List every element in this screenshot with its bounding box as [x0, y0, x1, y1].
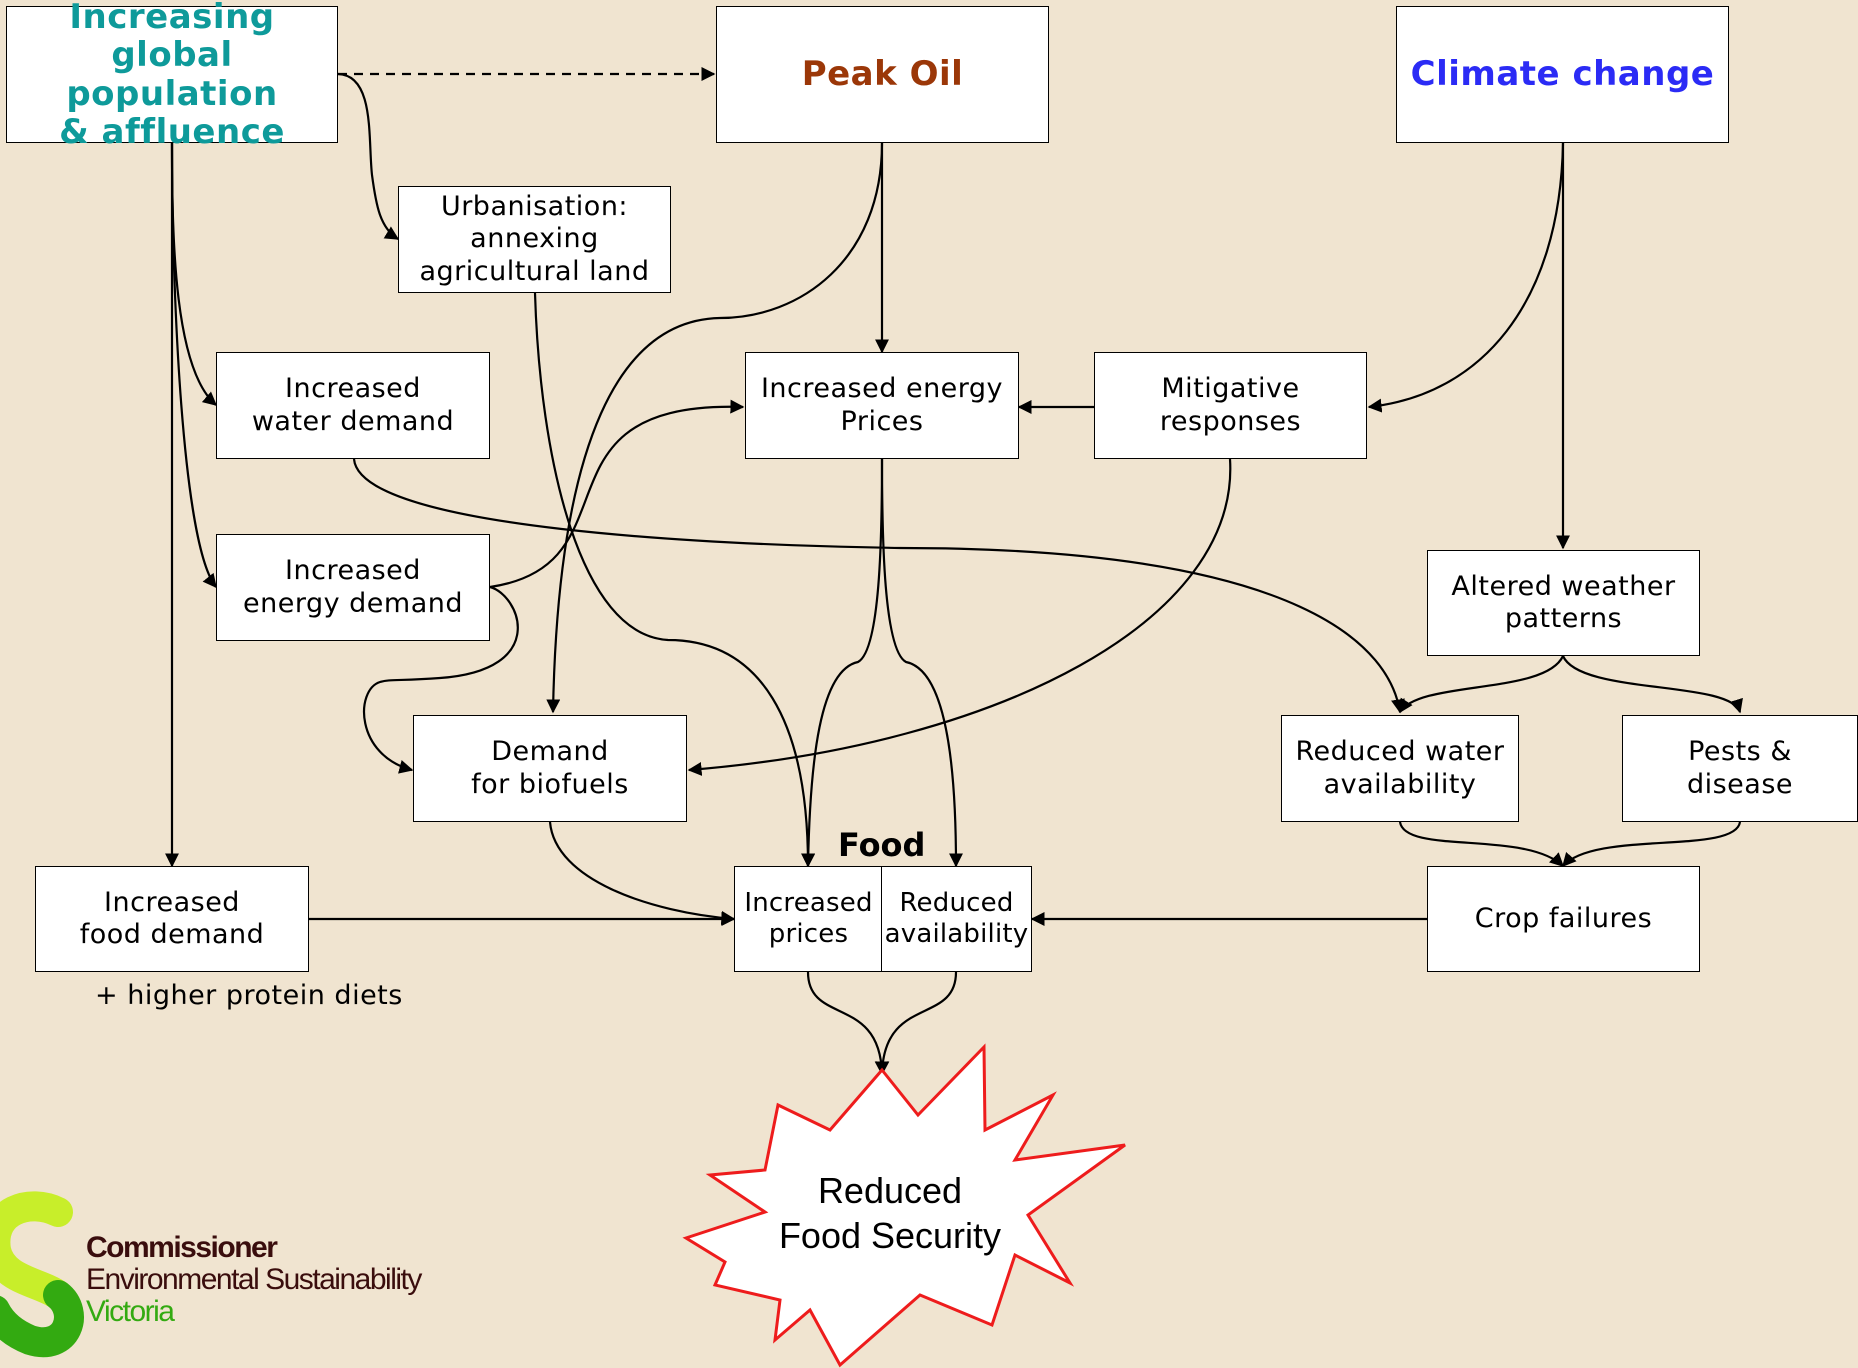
node-water-demand: Increased water demand: [216, 352, 490, 459]
outcome-reduced-food-security: Reduced Food Security: [760, 1168, 1020, 1258]
arrow-biofuels-to-increased-prices: [548, 821, 736, 925]
logo-text: Commissioner Environmental Sustainabilit…: [86, 1231, 422, 1328]
arrow-reduced-water-to-crop-failures: [1398, 821, 1565, 867]
arrow-pests-to-crop-failures: [1562, 821, 1742, 868]
arrow-urbanisation-to-increased-prices: [533, 292, 815, 868]
node-reduced-water: Reduced water availability: [1281, 715, 1519, 822]
food-label: Food: [838, 826, 926, 864]
node-crop-failures: Crop failures: [1427, 866, 1700, 972]
arrow-altered-weather-to-pests: [1561, 655, 1743, 714]
node-climate-change: Climate change: [1396, 6, 1729, 143]
node-population: Increasing global population & affluence: [6, 0, 338, 151]
arrow-peak-oil-to-biofuels: [546, 142, 884, 714]
arrow-climate-to-mitigative: [1367, 142, 1565, 413]
node-demand-for-biofuels: Demand for biofuels: [413, 715, 687, 822]
outcome-line-2: Food Security: [778, 1215, 1002, 1256]
arrow-reduced-availability-to-outcome: [875, 971, 958, 1076]
logo-line-commissioner: Commissioner: [86, 1231, 278, 1264]
protein-note: + higher protein diets: [95, 980, 403, 1011]
arrow-increased-prices-to-outcome: [806, 971, 889, 1076]
node-energy-prices: Increased energy Prices: [745, 352, 1019, 459]
node-urbanisation: Urbanisation: annexing agricultural land: [398, 186, 671, 293]
arrow-energy-prices-to-increased-prices: [801, 458, 884, 868]
node-energy-demand: Increased energy demand: [216, 534, 490, 641]
arrow-water-demand-to-reduced-water: [352, 458, 1405, 714]
node-reduced-availability: Reduced availability: [881, 866, 1032, 972]
node-peak-oil: Peak Oil: [716, 6, 1049, 143]
outcome-line-1: Reduced: [817, 1170, 963, 1211]
arrow-energy-prices-to-reduced-availability: [880, 458, 963, 868]
arrow-energy-demand-to-biofuels: [362, 585, 519, 774]
arrow-altered-weather-to-reduced-water: [1399, 655, 1564, 714]
logo-mark: [0, 1191, 84, 1358]
logo-line-victoria: Victoria: [86, 1295, 175, 1328]
node-increased-prices: Increased prices: [734, 866, 883, 972]
node-altered-weather: Altered weather patterns: [1427, 550, 1700, 656]
node-mitigative-responses: Mitigative responses: [1094, 352, 1367, 459]
arrow-population-to-energy-demand: [170, 142, 217, 589]
node-pests-disease: Pests & disease: [1622, 715, 1858, 822]
arrow-energy-demand-to-energy-prices: [489, 399, 745, 589]
logo-line-environmental: Environmental Sustainability: [86, 1263, 422, 1296]
arrow-population-to-urbanisation: [337, 72, 400, 240]
node-food-demand: Increased food demand: [35, 866, 309, 972]
arrow-mitigative-to-biofuels: [687, 458, 1232, 776]
starburst-shape: [682, 1043, 1126, 1368]
